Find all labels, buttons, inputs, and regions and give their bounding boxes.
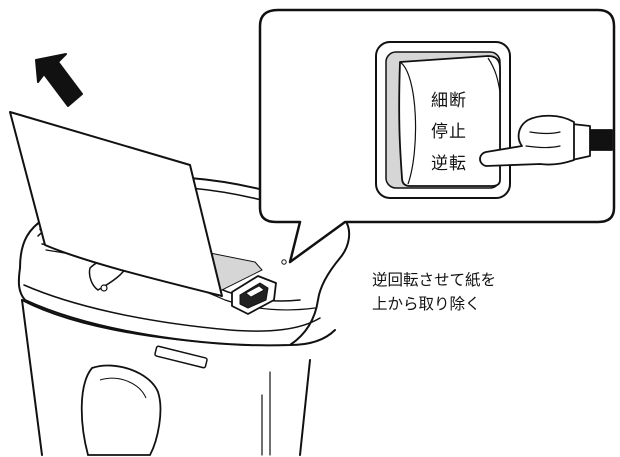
switch-label-reverse: 逆転 [431,154,467,174]
switch-label-stop: 停止 [431,122,467,142]
bin-window [80,364,162,456]
pointing-hand-icon [479,114,613,167]
instruction-text: 逆回転させて紙を 上から取り除く [372,268,572,316]
rocker-switch [398,55,501,187]
switch-label-shred: 細断 [431,91,467,111]
paper-sheet [9,111,223,297]
instruction-line-2: 上から取り除く [372,295,481,313]
instruction-line-1: 逆回転させて紙を [372,271,497,289]
bin-handle [154,345,208,369]
shredder-switch [231,275,277,315]
arrow-up-left-icon [35,53,83,107]
